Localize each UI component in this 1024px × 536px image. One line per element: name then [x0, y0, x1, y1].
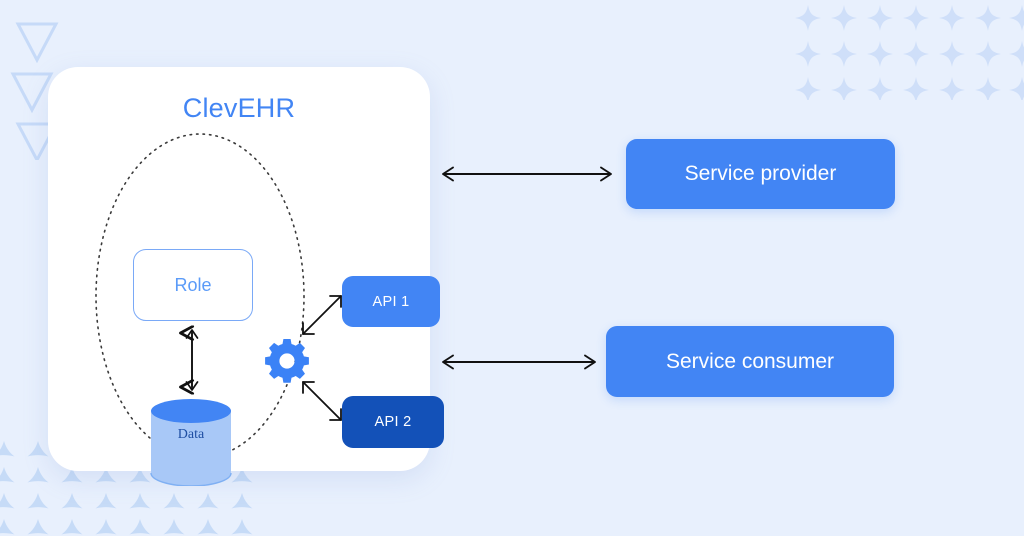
data-label: Data [177, 427, 205, 442]
arrow-gear-api1 [302, 295, 342, 335]
card-title: ClevEHR [182, 93, 296, 123]
api-2-label: API 2 [374, 414, 412, 430]
sparkles-top-right-decoration [795, 5, 1024, 100]
gear-icon[interactable] [263, 337, 311, 385]
domain-boundary-ellipse [95, 133, 305, 459]
service-consumer-node[interactable]: Service consumer [606, 326, 894, 397]
arrow-role-data [172, 325, 199, 395]
api-2-node[interactable]: API 2 [342, 396, 444, 448]
role-label: Role [174, 274, 212, 295]
api-1-node[interactable]: API 1 [342, 276, 440, 327]
arrow-card-consumer [442, 354, 596, 370]
arrow-card-provider [442, 166, 612, 182]
arrow-gear-api2 [302, 381, 342, 421]
service-provider-label: Service provider [684, 162, 837, 185]
service-consumer-label: Service consumer [665, 349, 835, 373]
role-node[interactable]: Role [133, 249, 253, 321]
service-provider-node[interactable]: Service provider [626, 139, 895, 209]
api-1-label: API 1 [372, 293, 410, 310]
data-cylinder[interactable] [149, 398, 233, 486]
clevehr-card: ClevEHR Role [48, 67, 444, 486]
